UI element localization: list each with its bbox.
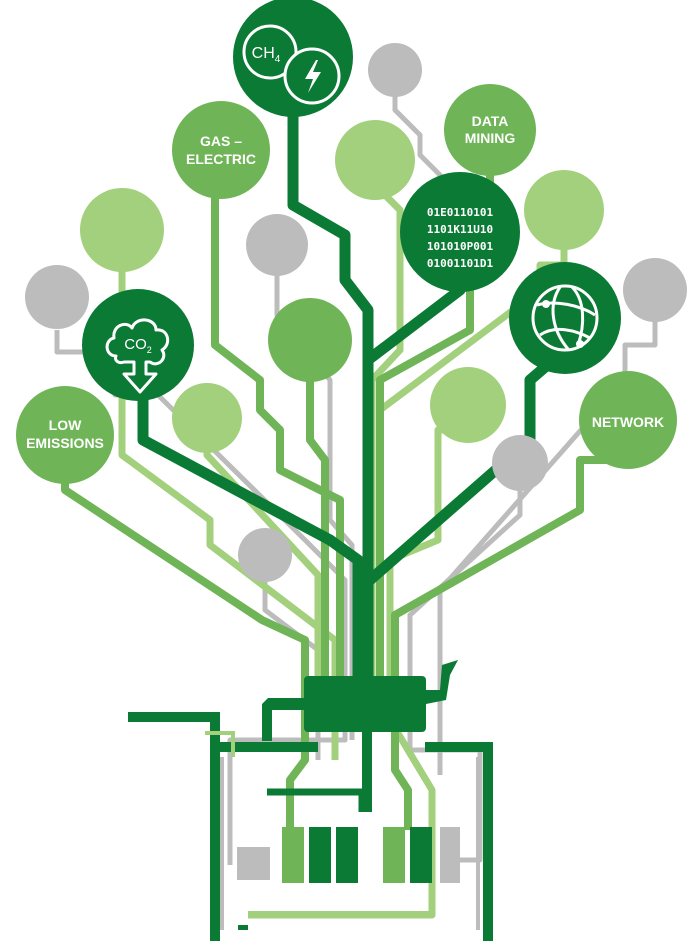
binary-data-node: 01E0110101 1101K11U10 101010P001 0100110…	[400, 172, 520, 292]
machine-light-pipe	[205, 731, 235, 757]
cell-gray-right	[440, 827, 460, 883]
data-mining-label-line1: DATA	[472, 113, 509, 129]
methane-bubble	[242, 24, 298, 80]
pump-spout	[426, 660, 458, 704]
binary-row-4: 01001101D1	[427, 257, 494, 270]
light-node-lower-right	[430, 367, 506, 443]
machine-inner-pipe	[267, 788, 366, 812]
cell-dark-2	[336, 827, 358, 883]
low-emissions-node: LOW EMISSIONS	[16, 386, 114, 484]
machine-base	[128, 660, 493, 941]
light-node-lower-left	[172, 383, 242, 453]
co2-formula: CO2	[124, 336, 152, 355]
data-mining-label-line2: MINING	[465, 130, 516, 146]
low-emissions-label-line2: EMISSIONS	[26, 435, 104, 451]
network-node: NETWORK	[579, 371, 677, 469]
gas-electric-node: GAS – ELECTRIC	[172, 101, 270, 199]
globe-network-node	[509, 262, 621, 374]
gray-node-lower-right	[492, 435, 548, 491]
cell-medium-1	[282, 827, 304, 883]
network-label: NETWORK	[592, 414, 664, 430]
binary-row-2: 1101K11U10	[427, 223, 493, 236]
methane-formula: CH4	[252, 45, 281, 65]
low-emissions-label-line1: LOW	[49, 417, 82, 433]
pump-body	[304, 676, 426, 732]
medium-node-center-left	[268, 298, 352, 382]
light-node-upper-center	[335, 120, 415, 200]
pump-outlet	[362, 732, 372, 812]
gray-node-lower-center	[238, 528, 292, 582]
gas-electric-label-line1: GAS –	[200, 133, 242, 149]
pump-side-pipe	[262, 698, 304, 741]
tree-nodes	[25, 43, 687, 582]
gray-node-mid-left	[246, 214, 308, 276]
data-mining-node: DATA MINING	[444, 84, 536, 176]
lightning-bolt-icon	[305, 60, 321, 93]
cell-dark-3	[410, 827, 432, 883]
cloud-icon	[105, 318, 170, 394]
machine-inner-frame	[220, 757, 480, 930]
light-node-left	[80, 188, 164, 272]
binary-row-3: 101010P001	[427, 240, 494, 253]
cell-dark-1	[309, 827, 331, 883]
methane-electric-node: CH4	[233, 0, 353, 117]
gray-node-top	[368, 43, 422, 97]
co2-node: CO2	[82, 289, 194, 401]
light-node-right	[524, 170, 604, 250]
globe-network-icon	[531, 284, 599, 352]
binary-row-1: 01E0110101	[427, 206, 494, 219]
gray-node-far-right	[623, 258, 687, 322]
cell-medium-2	[383, 827, 405, 883]
cell-gray-left	[237, 847, 270, 880]
gray-node-far-left	[25, 265, 89, 329]
gas-electric-label-line2: ELECTRIC	[186, 151, 256, 167]
